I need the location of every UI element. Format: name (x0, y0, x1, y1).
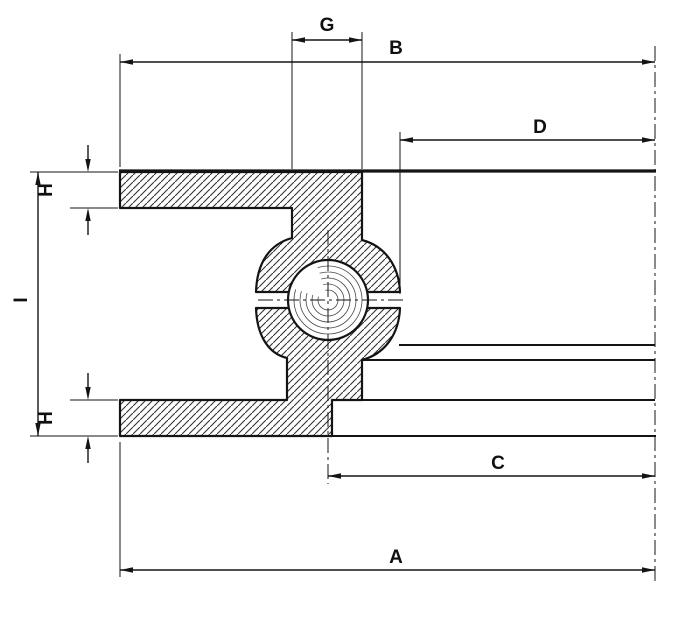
arrowhead (35, 172, 41, 185)
dim-label-b: B (389, 38, 403, 59)
dimension-a: A (119, 442, 655, 577)
dim-label-h-bottom: H (36, 411, 57, 425)
dimension-h-top: H (30, 145, 118, 235)
arrowhead (85, 436, 91, 449)
dim-label-g: G (320, 15, 335, 36)
dimension-c: C (328, 453, 655, 479)
arrowhead (642, 59, 655, 65)
dim-label-c: C (491, 453, 505, 474)
arrowhead (85, 208, 91, 221)
dim-label-h-top: H (36, 183, 57, 197)
dim-label-d: D (533, 117, 547, 138)
dimension-i: I (11, 172, 118, 437)
arrowhead (85, 159, 91, 172)
dimension-g: G (291, 15, 363, 169)
ring-surface-lines (119, 169, 656, 437)
arrowhead (292, 37, 305, 43)
arrowhead (642, 567, 655, 573)
arrowhead (328, 473, 341, 479)
arrowhead (349, 37, 362, 43)
arrowhead (35, 423, 41, 436)
arrowhead (400, 137, 413, 143)
dim-label-i: I (11, 297, 32, 302)
centerlines (258, 46, 656, 584)
arrowhead (85, 387, 91, 400)
arrowhead (120, 567, 133, 573)
dimension-h-bottom: H (36, 373, 118, 463)
dimension-b: B (119, 38, 655, 167)
arrowhead (642, 137, 655, 143)
dimension-d: D (399, 117, 655, 294)
arrowhead (642, 473, 655, 479)
arrowhead (120, 59, 133, 65)
dim-label-a: A (389, 547, 403, 568)
